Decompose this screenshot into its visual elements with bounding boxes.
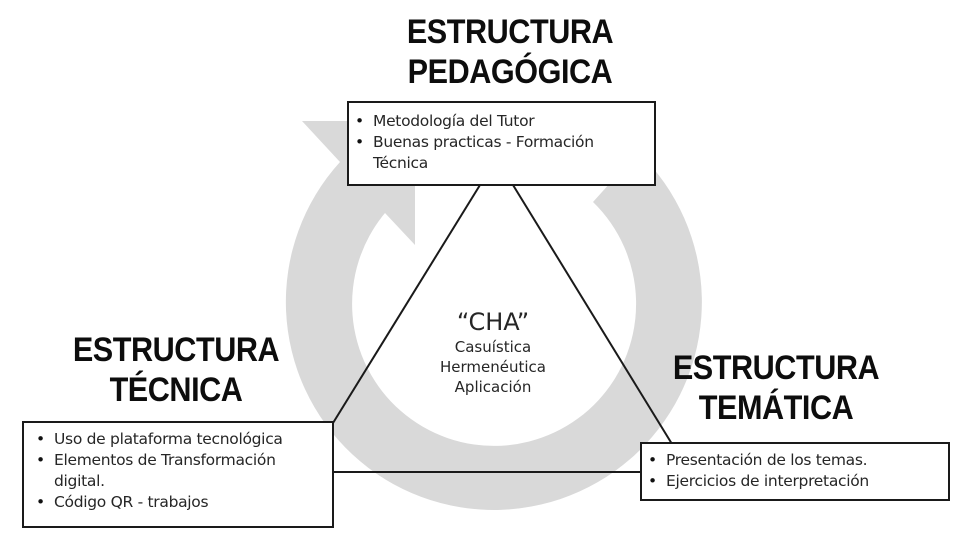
list-item: Buenas practicas - Formación Técnica (349, 132, 648, 174)
title-line-1: ESTRUCTURA (672, 349, 880, 387)
triangle-edge-left (332, 184, 481, 424)
box-pedagogica: Metodología del Tutor Buenas practicas -… (347, 101, 656, 186)
list-item: Metodología del Tutor (349, 111, 648, 132)
cha-acronym: “CHA” (456, 308, 530, 336)
title-estructura-pedagogica: ESTRUCTURA PEDAGÓGICA (375, 12, 645, 92)
list-tematica: Presentación de los temas. Ejercicios de… (642, 450, 944, 492)
title-line-2: TEMÁTICA (698, 389, 854, 427)
triangle-edge-right (512, 184, 673, 445)
list-item: Elementos de Transformación digital. (30, 450, 326, 492)
list-item: Presentación de los temas. (642, 450, 944, 471)
title-line-2: PEDAGÓGICA (407, 53, 613, 91)
list-pedagogica: Metodología del Tutor Buenas practicas -… (349, 111, 648, 174)
list-item: Uso de plataforma tecnológica (30, 429, 326, 450)
list-tecnica: Uso de plataforma tecnológica Elementos … (30, 429, 326, 513)
title-estructura-tecnica: ESTRUCTURA TÉCNICA (41, 330, 311, 410)
center-line: Casuística (454, 338, 532, 356)
box-tematica: Presentación de los temas. Ejercicios de… (640, 442, 950, 501)
center-line: Hermenéutica (440, 358, 546, 376)
title-line-1: ESTRUCTURA (72, 331, 280, 369)
center-cha: “CHA” Casuística Hermenéutica Aplicación (413, 307, 573, 397)
clockwise-circular-arrow-icon (285, 121, 702, 510)
box-tecnica: Uso de plataforma tecnológica Elementos … (22, 421, 334, 528)
title-estructura-tematica: ESTRUCTURA TEMÁTICA (641, 348, 911, 428)
list-item: Código QR - trabajos (30, 492, 326, 513)
list-item: Ejercicios de interpretación (642, 471, 944, 492)
title-line-1: ESTRUCTURA (406, 13, 614, 51)
title-line-2: TÉCNICA (109, 371, 243, 409)
center-line: Aplicación (454, 378, 532, 396)
